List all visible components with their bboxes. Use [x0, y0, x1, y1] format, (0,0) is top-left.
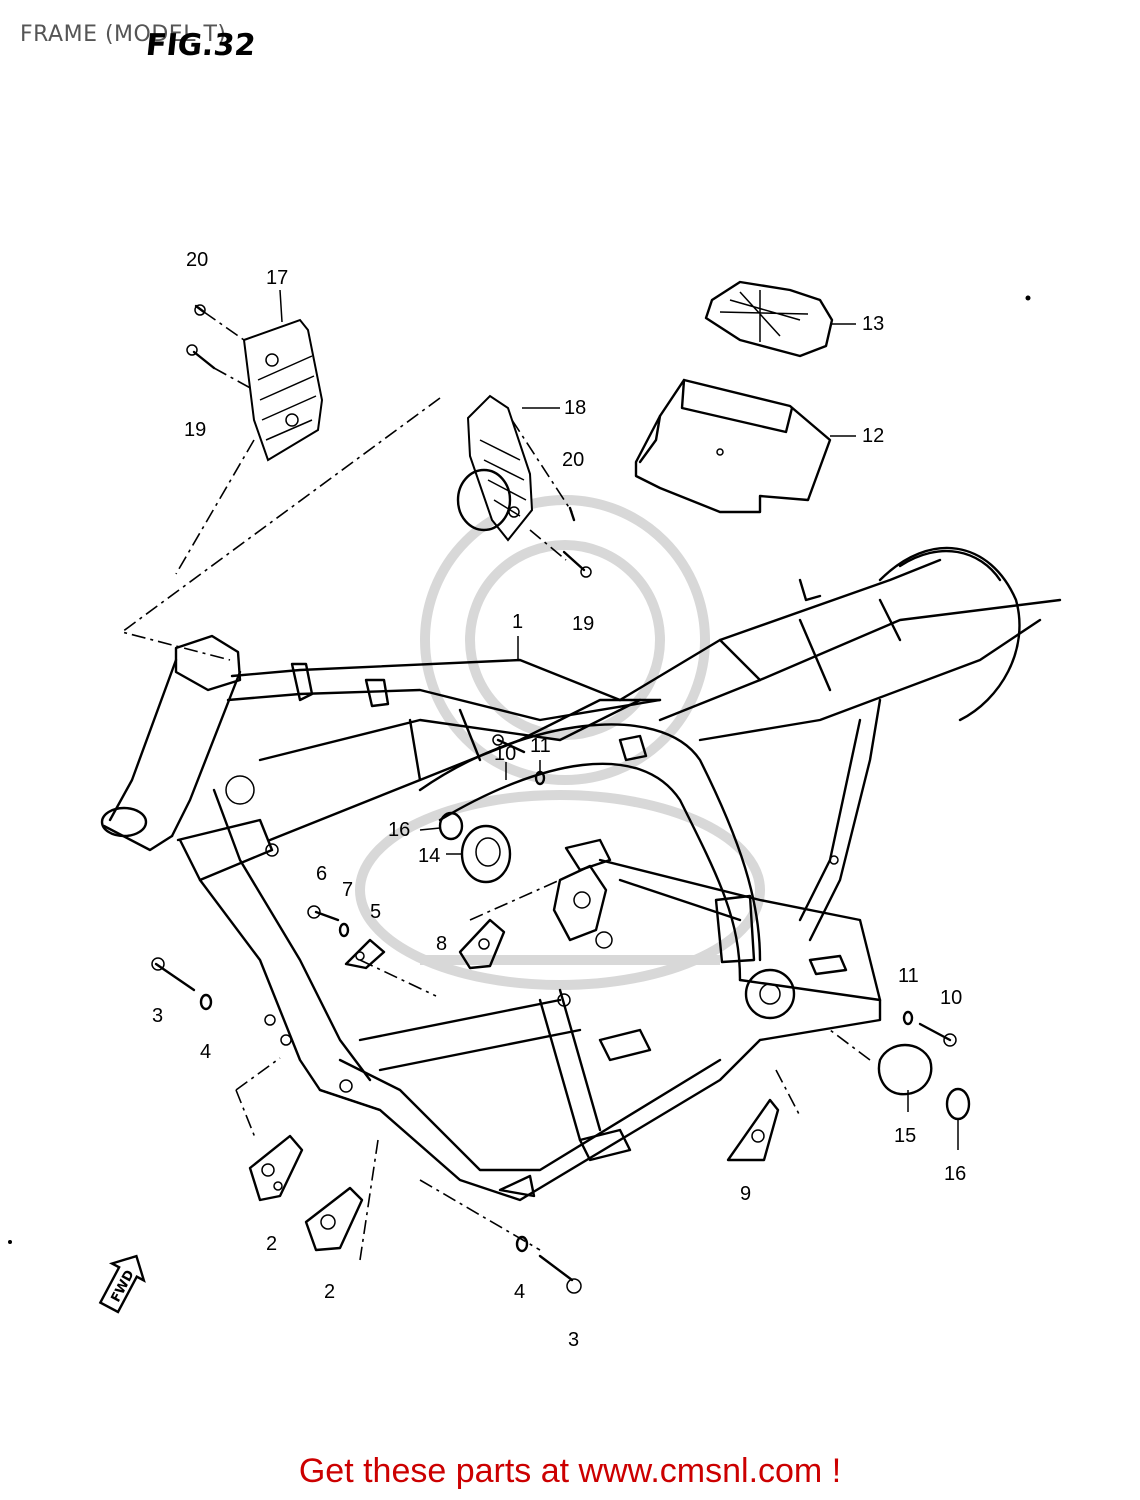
callout-8: 8	[436, 933, 447, 955]
bolts-washers	[151, 734, 957, 1294]
callout-3: 3	[568, 1329, 579, 1351]
callout-2: 2	[324, 1281, 335, 1303]
callout-9: 9	[740, 1183, 751, 1205]
callout-labels: 1 2 2 3 3 4 4 5 6 7 8 9 10 10 11 11 12 1…	[152, 249, 966, 1351]
callout-2: 2	[266, 1233, 277, 1255]
scan-dot	[1025, 295, 1031, 301]
part-18-side-cover	[466, 394, 534, 542]
cmsnl-parts-link[interactable]: Get these parts at www.cmsnl.com !	[298, 1452, 842, 1490]
callout-3: 3	[152, 1005, 163, 1027]
callout-20: 20	[186, 249, 208, 271]
figure-number: FIG.32	[144, 28, 258, 63]
callout-13: 13	[862, 313, 884, 335]
part-16-rings	[438, 811, 971, 1121]
callout-11: 11	[898, 965, 919, 987]
callout-19: 19	[572, 613, 594, 635]
callout-14: 14	[418, 845, 440, 867]
watermark-logo	[355, 495, 765, 990]
callout-15: 15	[894, 1125, 916, 1147]
callout-16: 16	[944, 1163, 966, 1185]
part-12-tray	[634, 378, 832, 514]
mount-plates	[248, 918, 780, 1252]
callout-10: 10	[494, 743, 516, 765]
callout-4: 4	[200, 1041, 211, 1063]
cover-bolts	[186, 304, 592, 578]
leader-lines	[279, 289, 959, 1150]
part-14-cover-shape	[460, 824, 512, 884]
scan-dot	[8, 1240, 12, 1244]
part-17-side-cover	[242, 318, 324, 462]
callout-6: 6	[316, 863, 327, 885]
part-15-cap	[877, 1043, 933, 1096]
part-1-frame	[100, 546, 1062, 1202]
callout-10: 10	[940, 987, 962, 1009]
callout-17: 17	[266, 267, 288, 289]
fwd-arrow-icon: FWD	[98, 1254, 146, 1314]
part-13-cushion	[704, 280, 834, 358]
callout-18: 18	[564, 397, 586, 419]
callout-4: 4	[514, 1281, 525, 1303]
callout-12: 12	[862, 425, 884, 447]
page-title: FRAME (MODEL T)	[20, 22, 227, 47]
callout-5: 5	[370, 901, 381, 923]
part-14-cover	[456, 468, 512, 532]
callout-19: 19	[184, 419, 206, 441]
callout-20: 20	[562, 449, 584, 471]
callout-16: 16	[388, 819, 410, 841]
callout-7: 7	[342, 879, 353, 901]
callout-11: 11	[530, 735, 551, 757]
callout-1: 1	[512, 611, 523, 633]
